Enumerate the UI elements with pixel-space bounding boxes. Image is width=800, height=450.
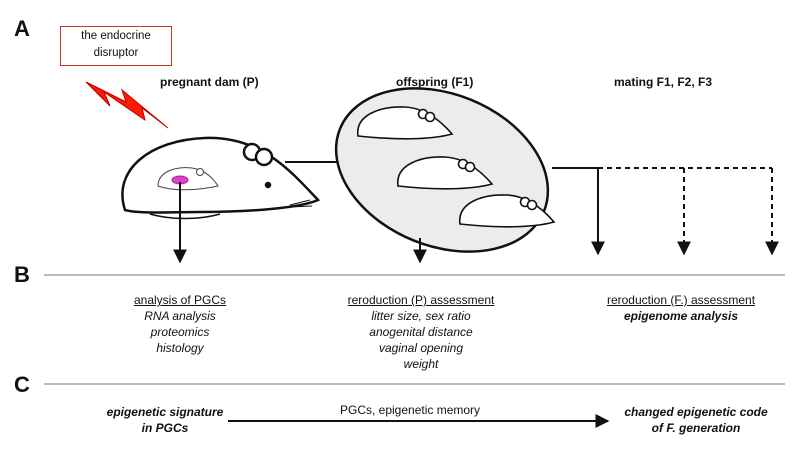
disruptor-box: the endocrine disruptor bbox=[60, 26, 172, 66]
c-left-text: epigenetic signature in PGCs bbox=[90, 404, 240, 436]
column-reproduction-f: reroduction (F.) assessment epigenome an… bbox=[586, 292, 776, 324]
column-heading: reroduction (P) assessment bbox=[347, 293, 495, 307]
panel-label-b: B bbox=[14, 262, 30, 287]
column-item: weight bbox=[403, 357, 439, 371]
pregnant-dam-mouse-icon bbox=[121, 136, 321, 220]
c-right-text: changed epigenetic code of F. generation bbox=[606, 404, 786, 436]
c-left-line2: in PGCs bbox=[141, 421, 189, 435]
offspring-mouse-icon bbox=[397, 156, 494, 190]
header-offspring: offspring (F1) bbox=[396, 75, 474, 89]
c-right-line1: changed epigenetic code bbox=[624, 405, 768, 419]
column-reproduction-p: reroduction (P) assessment litter size, … bbox=[326, 292, 516, 372]
header-mating: mating F1, F2, F3 bbox=[614, 75, 713, 89]
column-item: anogenital distance bbox=[369, 325, 473, 339]
header-dam: pregnant dam (P) bbox=[160, 75, 259, 89]
column-item: litter size, sex ratio bbox=[371, 309, 471, 323]
panel-label-c: C bbox=[14, 372, 30, 397]
column-item: epigenome analysis bbox=[623, 309, 739, 323]
column-heading: reroduction (F.) assessment bbox=[606, 293, 756, 307]
column-heading: analysis of PGCs bbox=[133, 293, 227, 307]
offspring-mouse-icon bbox=[357, 106, 454, 140]
disruptor-line2: disruptor bbox=[93, 47, 139, 59]
column-item: histology bbox=[156, 341, 204, 355]
c-arrow-label: PGCs, epigenetic memory bbox=[340, 403, 481, 417]
c-right-line2: of F. generation bbox=[651, 421, 741, 435]
lightning-bolt-icon bbox=[85, 81, 169, 129]
column-item: RNA analysis bbox=[144, 309, 216, 323]
offspring-mouse-icon bbox=[459, 194, 556, 228]
embryo-icon bbox=[157, 167, 219, 191]
panel-label-a: A bbox=[14, 16, 30, 41]
disruptor-line1: the endocrine bbox=[81, 30, 151, 42]
c-left-line1: epigenetic signature bbox=[106, 405, 224, 419]
column-pgc-analysis: analysis of PGCs RNA analysis proteomics… bbox=[110, 292, 250, 356]
column-item: proteomics bbox=[150, 325, 210, 339]
column-item: vaginal opening bbox=[378, 341, 464, 355]
